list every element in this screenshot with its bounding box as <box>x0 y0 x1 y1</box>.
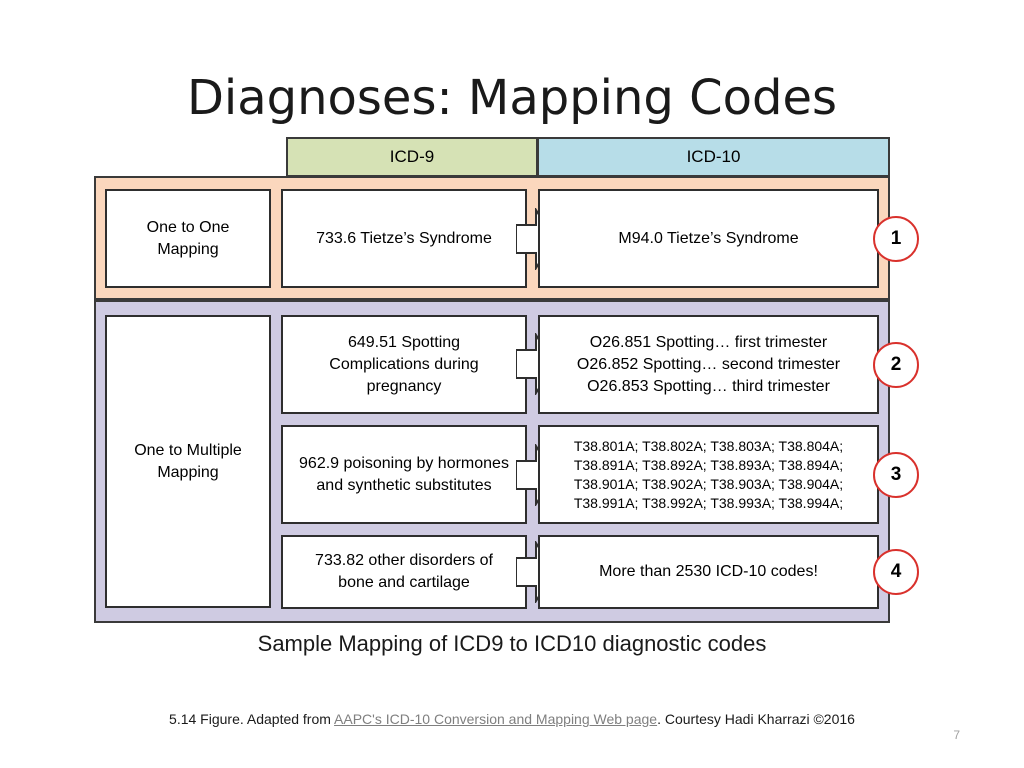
page-number: 7 <box>953 728 960 742</box>
icd10-code-line: T38.801A; T38.802A; T38.803A; T38.804A; <box>573 437 844 454</box>
icd9-code-box: 733.82 other disorders of bone and carti… <box>281 535 527 609</box>
figure-caption: Sample Mapping of ICD9 to ICD10 diagnost… <box>257 631 767 656</box>
category-one-to-multiple: One to Multiple Mapping <box>105 315 271 608</box>
icd10-code-box: M94.0 Tietze’s Syndrome <box>538 189 879 288</box>
figure-credit: 5.14 Figure. Adapted from AAPC's ICD-10 … <box>0 709 1024 729</box>
icd10-code-line: M94.0 Tietze’s Syndrome <box>618 229 799 247</box>
icd10-code-line: More than 2530 ICD-10 codes! <box>599 563 818 580</box>
credit-prefix: 5.14 Figure. Adapted from <box>169 711 335 727</box>
category-one-to-one: One to One Mapping <box>105 189 271 288</box>
icd9-code-text: 733.82 other disorders of bone and carti… <box>315 552 493 591</box>
row-number-badge: 1 <box>873 216 919 262</box>
icd10-code-box: T38.801A; T38.802A; T38.803A; T38.804A; … <box>538 425 879 524</box>
icd9-column-header: ICD-9 <box>286 137 538 177</box>
icd9-code-box: 733.6 Tietze’s Syndrome <box>281 189 527 288</box>
category-label: One to One Mapping <box>146 218 230 258</box>
icd9-code-box: 962.9 poisoning by hormones and syntheti… <box>281 425 527 524</box>
icd10-code-box: More than 2530 ICD-10 codes! <box>538 535 879 609</box>
icd9-code-text: 649.51 Spotting Complications during pre… <box>329 333 479 395</box>
icd10-code-box: O26.851 Spotting… first trimester O26.85… <box>538 315 879 414</box>
icd10-code-line: O26.853 Spotting… third trimester <box>587 377 830 395</box>
icd10-code-line: O26.852 Spotting… second trimester <box>576 355 841 373</box>
row-number-badge: 2 <box>873 342 919 388</box>
icd10-code-line: O26.851 Spotting… first trimester <box>589 333 828 351</box>
icd10-code-line: T38.991A; T38.992A; T38.993A; T38.994A; <box>573 494 844 511</box>
icd10-code-line: T38.891A; T38.892A; T38.893A; T38.894A; <box>573 456 844 473</box>
icd9-code-text: 733.6 Tietze’s Syndrome <box>316 229 492 247</box>
icd10-code-line: T38.901A; T38.902A; T38.903A; T38.904A; <box>573 475 844 492</box>
row-number-badge: 3 <box>873 452 919 498</box>
icd9-code-box: 649.51 Spotting Complications during pre… <box>281 315 527 414</box>
page-title: Diagnoses: Mapping Codes <box>186 70 838 126</box>
category-label: One to Multiple Mapping <box>134 441 242 481</box>
credit-suffix: . Courtesy Hadi Kharrazi ©2016 <box>657 711 855 727</box>
aapc-source-link[interactable]: AAPC's ICD-10 Conversion and Mapping Web… <box>334 711 658 727</box>
icd9-code-text: 962.9 poisoning by hormones and syntheti… <box>299 454 509 494</box>
row-number-badge: 4 <box>873 549 919 595</box>
icd10-column-header: ICD-10 <box>537 137 890 177</box>
